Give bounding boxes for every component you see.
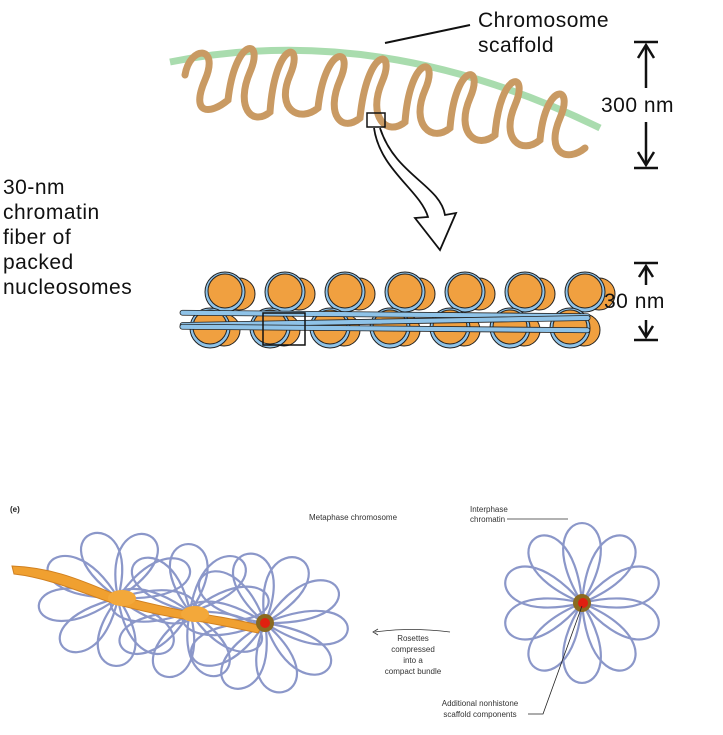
interphase-label-1: Interphase	[470, 505, 508, 514]
rosettes-label-line: compressed	[391, 645, 435, 654]
scale-30-label: 30 nm	[604, 290, 665, 313]
chromatin-loop	[152, 611, 196, 678]
chromatin-loop	[197, 570, 267, 625]
scaffold-bulge	[108, 590, 136, 606]
chromatin-loop	[581, 565, 660, 609]
fiber-label-line: 30-nm	[3, 176, 65, 199]
nucleosome-box	[262, 312, 306, 346]
fiber-label: 30-nm chromatin fiber of packed nucleoso…	[3, 176, 132, 299]
chromatin-loop	[58, 596, 120, 654]
30nm-fiber	[179, 271, 616, 349]
metaphase-label: Metaphase chromosome	[309, 513, 398, 522]
scaffold-core-red	[260, 618, 270, 628]
scaffold-label-1: Chromosome	[478, 9, 609, 32]
chromatin-loop	[220, 622, 268, 690]
chromatin-loop	[264, 609, 349, 646]
chromatin-loop	[527, 601, 584, 672]
chromatin-loop	[114, 532, 159, 599]
chromatin-loop	[190, 621, 266, 667]
chromatin-loop	[504, 565, 583, 609]
nucleosome	[387, 273, 423, 309]
linker-dna	[179, 323, 591, 334]
rosettes-label: Rosettes compressed into a compact bundl…	[385, 634, 442, 676]
fiber-label-line: nucleosomes	[3, 276, 132, 299]
scaffold-components-pointer	[528, 605, 583, 715]
rosettes-label-line: into a	[403, 656, 423, 665]
chromatin-loop	[117, 557, 192, 600]
chromatin-loop	[263, 621, 333, 676]
interphase-core-red	[578, 598, 588, 608]
rosettes-label-line: compact bundle	[385, 667, 442, 676]
scaffold-label-2: scaffold	[478, 34, 554, 57]
chromatin-loop	[504, 597, 583, 641]
chromatin-loops	[181, 45, 589, 159]
chromatin-loop	[80, 531, 124, 599]
zoom-region-box	[366, 112, 386, 128]
fiber-label-line: packed	[3, 251, 74, 274]
fiber-label-line: fiber of	[3, 226, 71, 249]
interphase-label-2: chromatin	[470, 515, 505, 524]
scaffold-components-label-1: Additional nonhistone	[442, 699, 519, 708]
nucleosome	[267, 273, 303, 309]
scale-bar-300nm	[634, 40, 658, 170]
chromatin-loop	[580, 534, 637, 605]
chromatin-loop	[96, 597, 137, 667]
panel-label: (e)	[10, 505, 20, 514]
scale-bar-30nm	[634, 261, 658, 342]
rosettes-arrow	[374, 629, 451, 633]
chromatin-loop	[581, 597, 660, 641]
scaffold-bulge	[181, 606, 209, 622]
chromatin-loop	[562, 521, 602, 604]
nucleosome	[447, 273, 483, 309]
scale-300-label: 300 nm	[601, 94, 674, 117]
nucleosome	[327, 273, 363, 309]
chromatin-loop	[118, 610, 191, 655]
nucleosome	[567, 273, 603, 309]
scaffold-pointer-line	[384, 24, 471, 44]
chromatin-loop	[46, 554, 119, 600]
chromatin-loop	[262, 556, 310, 624]
zoom-arrow	[373, 127, 458, 252]
chromatin-loop	[168, 543, 209, 613]
rosettes-label-line: Rosettes	[397, 634, 429, 643]
nucleosome	[507, 273, 543, 309]
chromatin-loop	[255, 622, 299, 694]
chromatin-loop	[562, 602, 602, 685]
chromatin-loop	[580, 601, 637, 672]
chromatin-loop	[130, 556, 192, 614]
chromatin-loop	[264, 579, 340, 625]
scaffold-components-label-2: scaffold components	[443, 710, 516, 719]
nucleosome	[207, 273, 243, 309]
chromatin-loop	[527, 534, 584, 605]
chromatin-loop	[231, 552, 275, 624]
fiber-label-line: chromatin	[3, 201, 100, 224]
